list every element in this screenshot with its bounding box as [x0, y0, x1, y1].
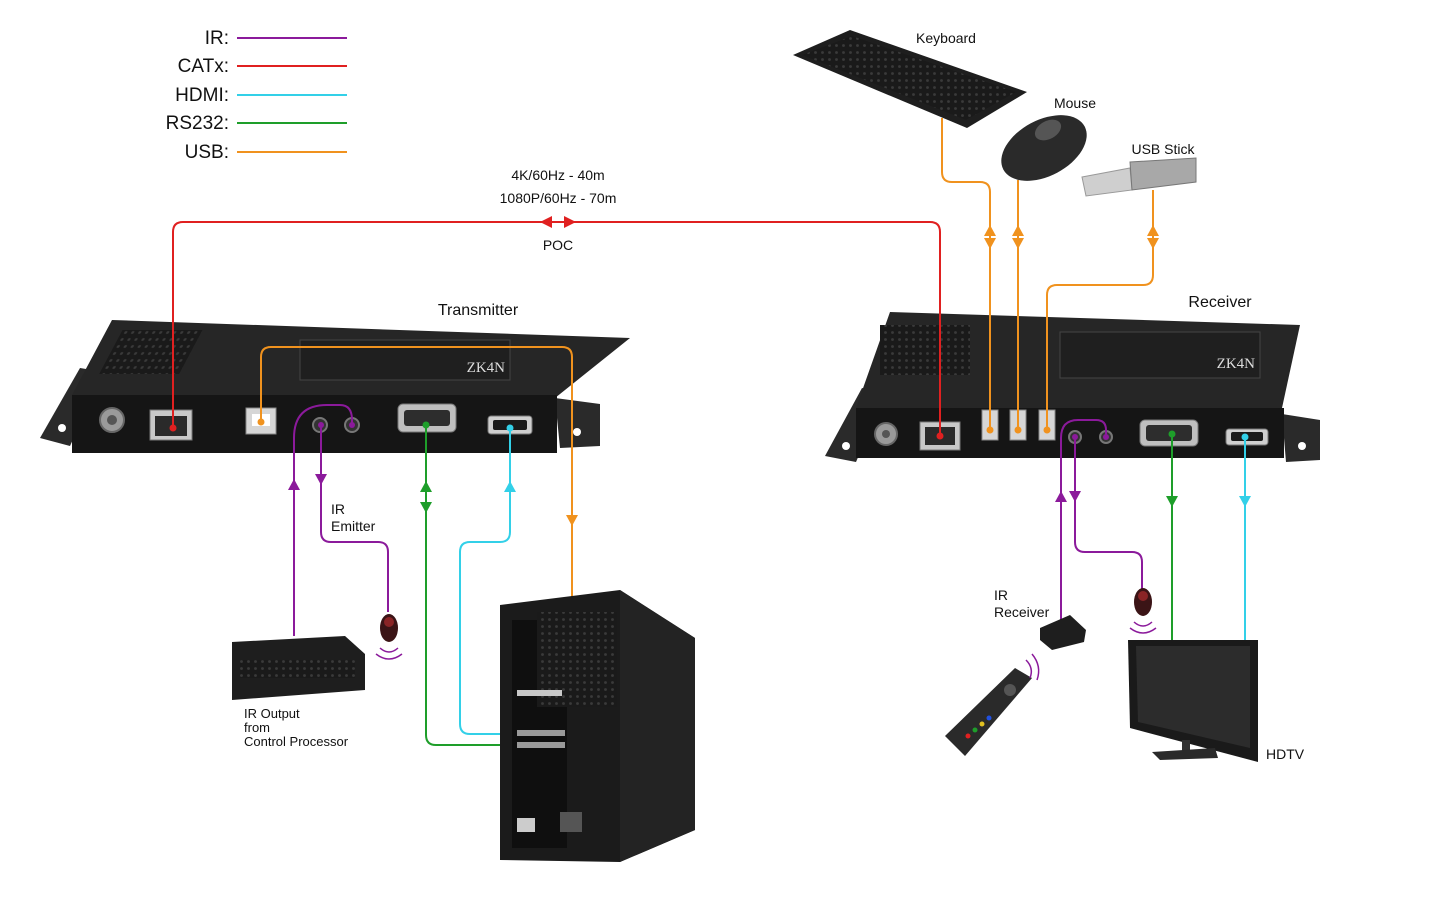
- legend-item-rs232: RS232:: [166, 113, 347, 134]
- legend-label-catx: CATx:: [178, 56, 229, 77]
- ir-emitter-receiver-cable: [1074, 437, 1143, 590]
- catx-cable: [172, 221, 941, 436]
- transmitter-right-ear: [555, 398, 600, 448]
- usb-cable-stick: [1046, 190, 1154, 430]
- ir-output-label-2: from: [244, 720, 270, 735]
- transmitter-brand: ZK4N: [467, 360, 505, 376]
- receiver-brand: ZK4N: [1217, 356, 1255, 372]
- link-spec-4k: 4K/60Hz - 40m: [511, 167, 604, 183]
- pc-tower: [500, 590, 695, 862]
- legend-label-rs232: RS232:: [166, 113, 229, 134]
- legend-label-ir: IR:: [205, 28, 229, 49]
- legend-label-hdmi: HDMI:: [175, 85, 229, 106]
- ir-receiver-label-1: IR: [994, 587, 1008, 603]
- legend: IR: CATx: HDMI: RS232: USB:: [166, 28, 347, 163]
- mouse-label: Mouse: [1054, 95, 1096, 111]
- ir-input-cable: [293, 404, 353, 636]
- ir-emitter-label-2: Emitter: [331, 518, 376, 534]
- ir-receiver-label-2: Receiver: [994, 604, 1050, 620]
- receiver-label: Receiver: [1188, 294, 1252, 311]
- usb-stick-label: USB Stick: [1131, 141, 1195, 157]
- ir-receiver-device: [1040, 615, 1086, 650]
- mouse-device: [1001, 115, 1087, 181]
- link-spec-1080p: 1080P/60Hz - 70m: [500, 190, 617, 206]
- usb-cable-keyboard: [941, 118, 991, 430]
- control-processor-device: [232, 636, 365, 700]
- legend-item-hdmi: HDMI:: [175, 85, 347, 106]
- legend-label-usb: USB:: [185, 142, 229, 163]
- ir-emitter-label-1: IR: [331, 501, 345, 517]
- transmitter-vents: [99, 330, 203, 374]
- receiver-label-plate: [1059, 331, 1261, 379]
- ir-receiver-cable: [1060, 419, 1107, 622]
- legend-item-usb: USB:: [185, 142, 347, 163]
- ir-output-label-3: Control Processor: [244, 734, 349, 749]
- receiver-vents: [880, 325, 970, 375]
- poc-label: POC: [543, 237, 573, 253]
- receiver-right-ear: [1282, 414, 1320, 462]
- usb-stick-device: [1081, 157, 1197, 197]
- legend-item-catx: CATx:: [178, 56, 347, 77]
- ir-emitter-cable: [320, 425, 389, 612]
- ir-output-label-1: IR Output: [244, 706, 300, 721]
- legend-item-ir: IR:: [205, 28, 347, 49]
- transmitter-label: Transmitter: [438, 302, 519, 319]
- hdtv-label: HDTV: [1266, 746, 1305, 762]
- hdmi-cable-transmitter: [459, 428, 525, 735]
- remote-control: [945, 653, 1040, 756]
- ir-emitter-transmitter: [375, 614, 403, 660]
- poc-arrow-right: [564, 216, 576, 228]
- rs232-cable-transmitter: [425, 425, 525, 746]
- keyboard-label: Keyboard: [916, 30, 976, 46]
- hdtv-device: [1128, 640, 1258, 762]
- keyboard-device: [793, 30, 1027, 128]
- transmitter-device: ZK4N: [40, 320, 630, 453]
- ir-emitter-receiver: [1129, 588, 1157, 634]
- poc-arrow-left: [540, 216, 552, 228]
